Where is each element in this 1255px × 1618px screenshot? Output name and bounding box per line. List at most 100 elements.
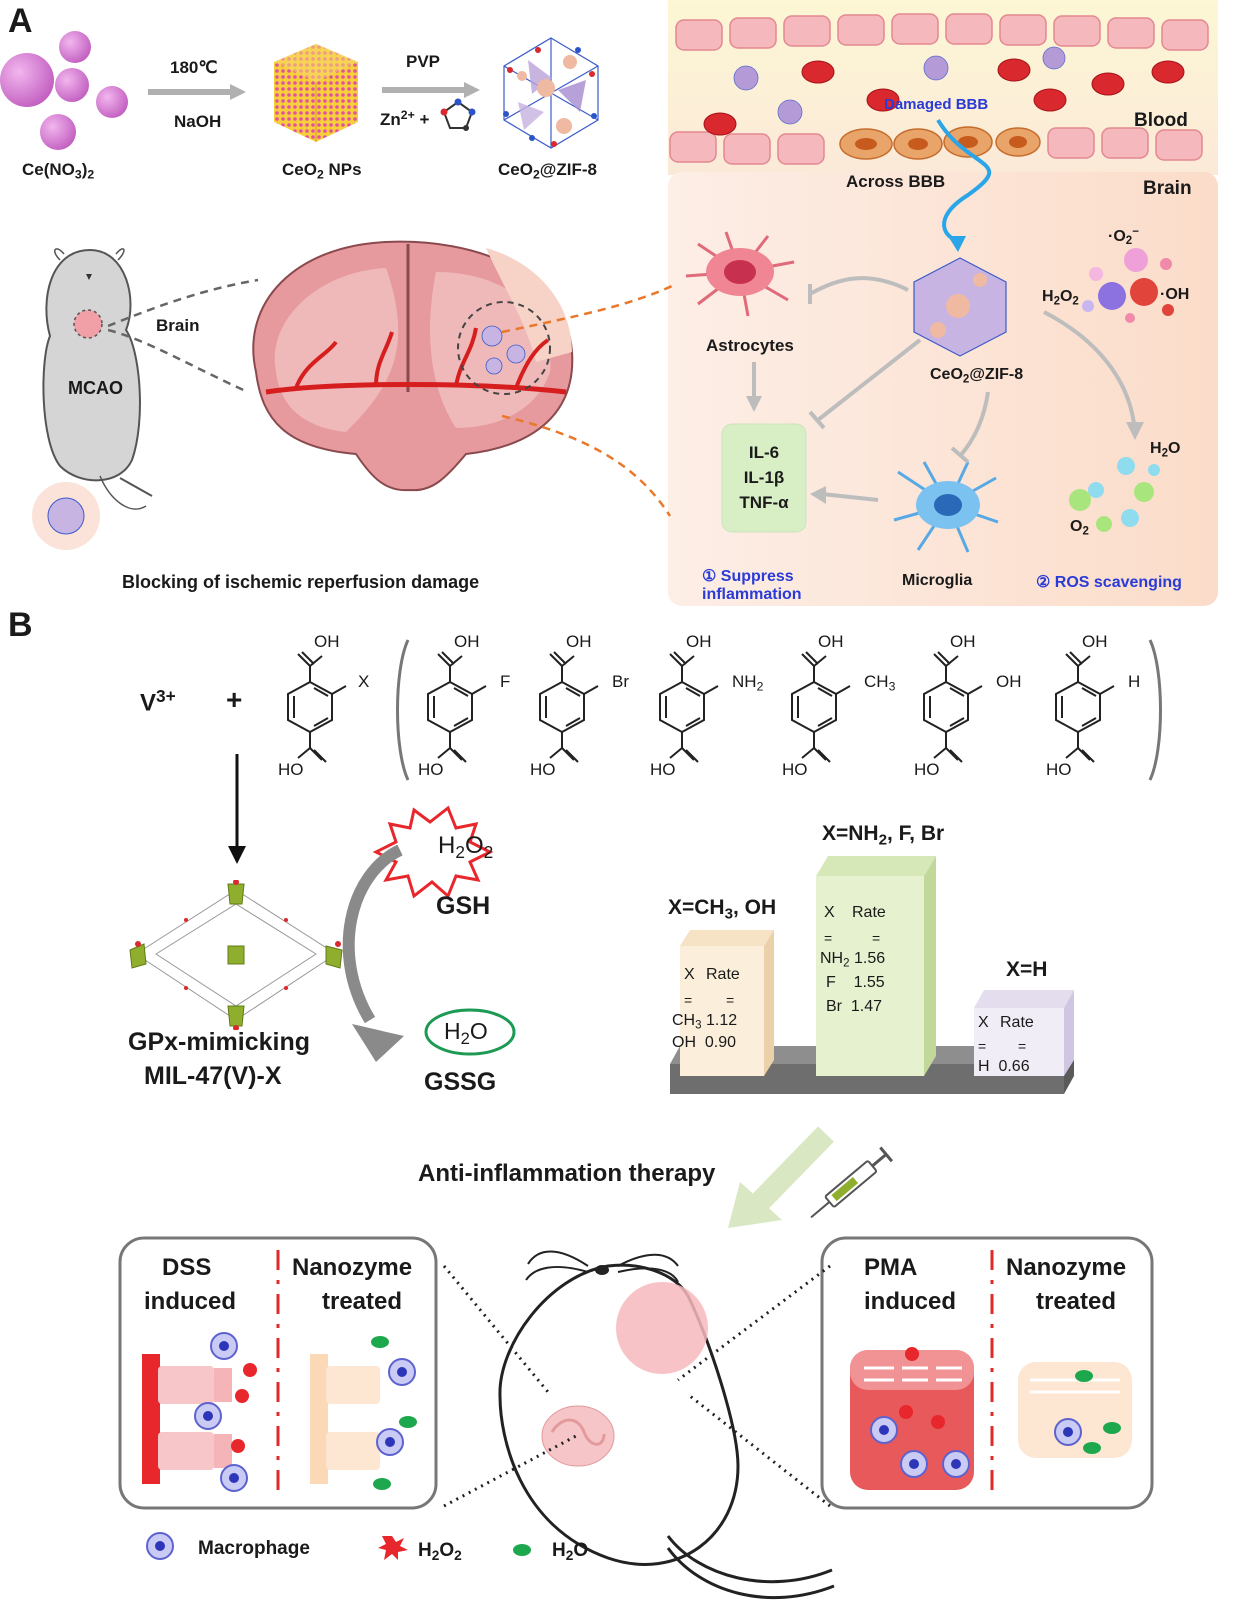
ch3-ho: HO: [782, 760, 808, 779]
center-composite-label: CeO2@ZIF-8: [930, 366, 1024, 386]
skin-inset: [820, 1236, 1154, 1510]
right-eq-1: =: [978, 1038, 987, 1054]
astrocytes-label: Astrocytes: [706, 336, 794, 355]
right-col-rate: Rate: [1000, 1014, 1034, 1031]
mil47-framework: [129, 880, 343, 1030]
nh2-oh: OH: [686, 632, 712, 651]
rate-bar-chart: [670, 856, 1074, 1094]
mcao-label: MCAO: [68, 378, 123, 398]
mcao-mouse-illustration: [32, 248, 153, 550]
left-eq-2: =: [726, 992, 735, 1008]
group-left-label: X=CH3, OH: [668, 896, 777, 923]
cytokine-box: IL-6 IL-1β TNF-α: [722, 440, 806, 515]
dss-induced-label: induced: [144, 1288, 237, 1315]
rate-row-br: Br 1.47: [826, 998, 883, 1015]
mouse-brain-label: Brain: [156, 316, 200, 335]
water-label: H2O: [1150, 440, 1181, 460]
suppress-label-2: inflammation: [702, 586, 802, 603]
macrophage-cells: [194, 1332, 416, 1492]
synthesis-arrow-1: [148, 84, 246, 100]
group-right-label: X=H: [1006, 958, 1048, 981]
panel-a-caption: Blocking of ischemic reperfusion damage: [122, 572, 480, 592]
nano-right-label: Nanozyme: [1006, 1254, 1127, 1281]
ceo2-zif8-composite: [503, 37, 599, 149]
ceo2-label: CeO2 NPs: [282, 160, 362, 182]
right-eq-2: =: [1018, 1038, 1027, 1054]
legend-macrophage: Macrophage: [198, 1538, 310, 1559]
superoxide-label: ·O2−: [1108, 226, 1139, 248]
cytokine-il6: IL-6: [748, 443, 780, 462]
panel-b-label: B: [8, 606, 33, 644]
cytokine-tnfa: TNF-α: [739, 493, 789, 512]
cytokine-il1b: IL-1β: [743, 468, 785, 487]
legend-h2o: H2O: [552, 1540, 589, 1564]
oh-oh: OH: [950, 632, 976, 651]
inset-connectors: [442, 1264, 831, 1508]
pma-label: PMA: [864, 1254, 918, 1281]
linker-x: X: [358, 672, 370, 691]
mof-label-1: GPx-mimicking: [128, 1028, 310, 1056]
sub-br: Br: [612, 672, 629, 691]
linker-oh: OH: [314, 632, 340, 651]
legend-h2o2: H2O2: [418, 1540, 462, 1564]
br-ho: HO: [530, 760, 556, 779]
right-col-x: X: [978, 1014, 989, 1031]
group-top-label: X=NH2, F, Br: [822, 822, 945, 849]
oh-ho: HO: [914, 760, 940, 779]
bbb-vessel-and-pathway: [668, 0, 1218, 606]
suppress-label: ① Suppress: [702, 568, 794, 585]
vanadium-label: V3+: [140, 686, 176, 717]
condition-temp: 180℃: [170, 58, 218, 77]
sub-h: H: [1128, 672, 1141, 691]
left-col-x: X: [684, 966, 695, 983]
pma-induced-label: induced: [864, 1288, 957, 1315]
h-ho: HO: [1046, 760, 1072, 779]
hydroxyl-label: ·OH: [1160, 286, 1190, 303]
mid-eq-2: =: [872, 930, 881, 946]
rate-row-ch3: CH3 1.12: [672, 1012, 738, 1032]
nano-right-treated: treated: [1036, 1288, 1117, 1315]
cerium-nitrate-spheres: [0, 31, 128, 150]
dss-label: DSS: [162, 1254, 212, 1281]
h2o2-icon: [378, 1536, 408, 1560]
oxygen-label: O2: [1070, 518, 1089, 538]
gssg-label: GSSG: [424, 1068, 497, 1096]
star-h2o2-label: H2O2: [438, 832, 494, 863]
gsh-label: GSH: [436, 892, 491, 920]
synthesis-arrow-2: [382, 82, 480, 98]
nh2-ho: HO: [650, 760, 676, 779]
f-ho: HO: [418, 760, 444, 779]
h2o-icon: [513, 1544, 531, 1556]
mouse-to-brain-dashes: [108, 278, 259, 394]
condition-pvp: PVP: [406, 52, 441, 71]
f-oh: OH: [454, 632, 480, 651]
left-eq-1: =: [684, 992, 693, 1008]
microglia-cell: [893, 461, 999, 553]
brain-region-label: Brain: [1143, 178, 1192, 199]
across-bbb-label: Across BBB: [846, 172, 946, 191]
synthesis-down-arrow: [228, 754, 246, 864]
ros-label: ② ROS scavenging: [1036, 574, 1182, 591]
colitis-inset: [118, 1236, 438, 1510]
imidazole-icon: [440, 98, 476, 131]
gsh-reaction-arrows: [342, 805, 516, 1062]
rate-row-oh: OH 0.90: [672, 1034, 737, 1051]
rate-row-h: H 0.66: [978, 1058, 1030, 1075]
blood-label: Blood: [1134, 110, 1188, 131]
peroxide-label: H2O2: [1042, 288, 1079, 308]
reagent-label: Ce(NO3)2: [22, 160, 95, 182]
sub-ch3: CH3: [864, 672, 896, 694]
legend-icons: [146, 1532, 531, 1560]
mid-col-x: X: [824, 904, 835, 921]
sub-oh: OH: [996, 672, 1022, 691]
mof-label-2: MIL-47(V)-X: [144, 1062, 282, 1090]
treated-mouse-illustration: [498, 1250, 835, 1599]
mid-eq-1: =: [824, 930, 833, 946]
rate-row-nh2: NH2 1.56: [820, 950, 886, 970]
plus-sign: +: [226, 684, 243, 715]
panel-a-label: A: [8, 2, 33, 40]
ch3-oh: OH: [818, 632, 844, 651]
composite-label: CeO2@ZIF-8: [498, 160, 597, 182]
left-col-rate: Rate: [706, 966, 740, 983]
ceo2-nanoparticle-cube: [274, 44, 358, 142]
